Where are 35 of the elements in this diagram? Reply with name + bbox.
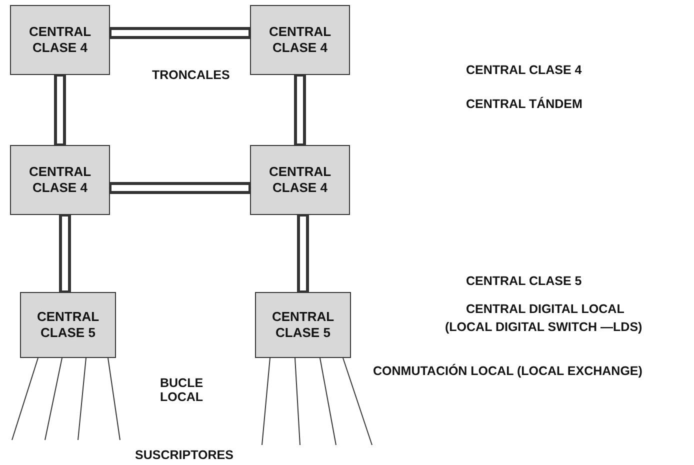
diagram-label: (LOCAL DIGITAL SWITCH —LDS) [445, 320, 642, 334]
diagram-label: BUCLE LOCAL [160, 376, 204, 404]
subscriber-line [294, 358, 300, 446]
trunk-line [294, 74, 306, 146]
box-label: CENTRAL CLASE 4 [268, 24, 332, 56]
box-label: CENTRAL CLASE 4 [28, 164, 92, 196]
diagram-label: SUSCRIPTORES [135, 448, 234, 462]
trunk-line [59, 214, 71, 294]
box-label: CENTRAL CLASE 4 [268, 164, 332, 196]
box-label: CENTRAL CLASE 5 [36, 308, 100, 342]
switch-box [250, 145, 350, 215]
subscriber-line [262, 358, 270, 446]
subscriber-line [44, 358, 62, 440]
subscriber-line [12, 358, 38, 440]
diagram-label: CENTRAL CLASE 4 [466, 63, 582, 77]
diagram-label: CENTRAL CLASE 5 [466, 274, 582, 288]
diagram-label: CENTRAL TÁNDEM [466, 97, 582, 111]
subscriber-line [108, 358, 120, 440]
subscriber-line [78, 358, 86, 440]
subscriber-line [342, 358, 372, 446]
switch-box [20, 292, 116, 358]
diagram-label: TRONCALES [152, 68, 230, 82]
diagram-label: CONMUTACIÓN LOCAL (LOCAL EXCHANGE) [373, 364, 642, 378]
subscriber-line [320, 358, 336, 446]
switch-box [250, 5, 350, 75]
switch-box [10, 5, 110, 75]
switch-box [10, 145, 110, 215]
trunk-line [54, 74, 66, 146]
trunk-line [108, 182, 252, 194]
trunk-line [108, 27, 252, 39]
box-label: CENTRAL CLASE 4 [28, 24, 92, 56]
trunk-line [297, 214, 309, 294]
diagram-label: CENTRAL DIGITAL LOCAL [466, 302, 624, 316]
box-label: CENTRAL CLASE 5 [270, 308, 336, 342]
switch-box [255, 292, 351, 358]
